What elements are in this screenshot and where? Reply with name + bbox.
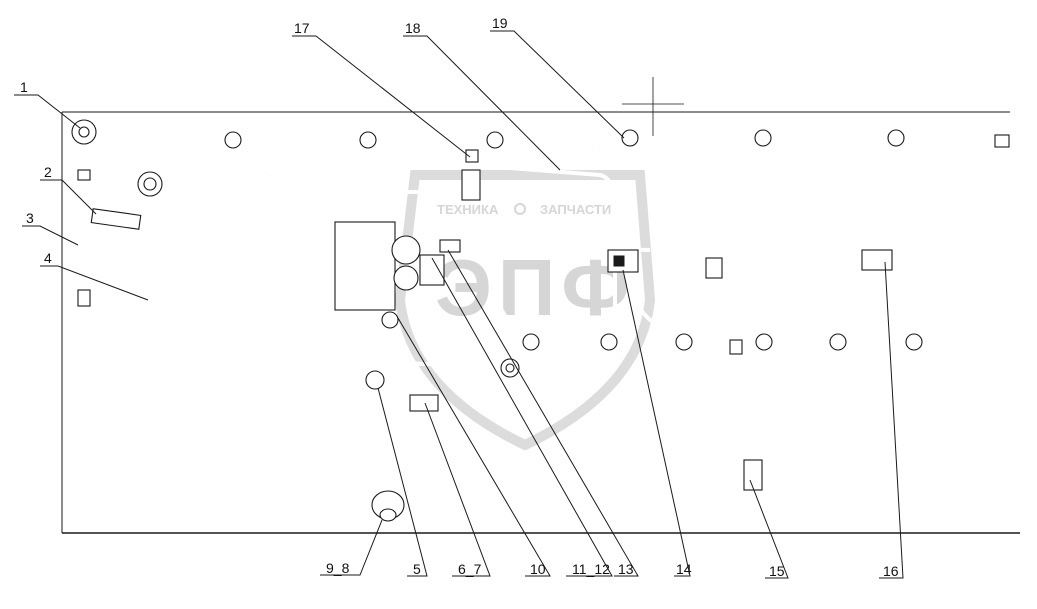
panel-frame: [61, 77, 1020, 534]
callout-labels: 1 2 3 4 5 6_7 9_8 10 11_12 13 14 15 16 1…: [20, 15, 899, 579]
callout-9-8: 9_8: [326, 560, 350, 576]
callout-17: 17: [294, 20, 310, 36]
callout-13: 13: [618, 561, 634, 577]
watermark-logo: ЭПФ: [435, 243, 636, 332]
injector-fittings: [224, 129, 1010, 351]
callout-2: 2: [44, 164, 52, 180]
hose-end-bottom: [743, 459, 763, 491]
leader-lines: [14, 30, 904, 579]
pump-valve-upper: [391, 235, 421, 265]
hose-end-top: [705, 257, 723, 279]
watermark-shield: [394, 170, 656, 451]
callout-18: 18: [405, 20, 421, 36]
callout-6-7: 6_7: [458, 561, 482, 577]
callout-5: 5: [413, 561, 421, 577]
callout-14: 14: [676, 561, 692, 577]
watermark-text-left: ТЕХНИКА: [437, 202, 499, 217]
callout-16: 16: [883, 563, 899, 579]
callout-1: 1: [20, 79, 28, 95]
clamp-part-5: [365, 370, 385, 390]
pump-connector: [419, 254, 445, 286]
callout-11-12: 11_12: [572, 561, 610, 577]
callout-15: 15: [769, 563, 785, 579]
clamp-16: [861, 249, 893, 271]
pump-valve-lower: [393, 265, 419, 291]
watermark: ТЕХНИКА ЗАПЧАСТИ ЭПФ: [394, 170, 656, 451]
callout-4: 4: [44, 250, 52, 266]
bracket-17: [461, 169, 481, 201]
parts: [71, 119, 1010, 522]
fuel-pump-body: [334, 221, 396, 311]
crosshair-mark: [622, 77, 684, 136]
connector-part-2: [90, 208, 142, 230]
callout-19: 19: [492, 15, 508, 31]
watermark-text-right: ЗАПЧАСТИ: [540, 202, 611, 217]
callout-10: 10: [530, 561, 546, 577]
callout-3: 3: [26, 210, 34, 226]
pipe-nut: [77, 289, 91, 307]
fitting-part-6-7: [409, 394, 439, 412]
watermark-gear-icon: [514, 203, 526, 215]
